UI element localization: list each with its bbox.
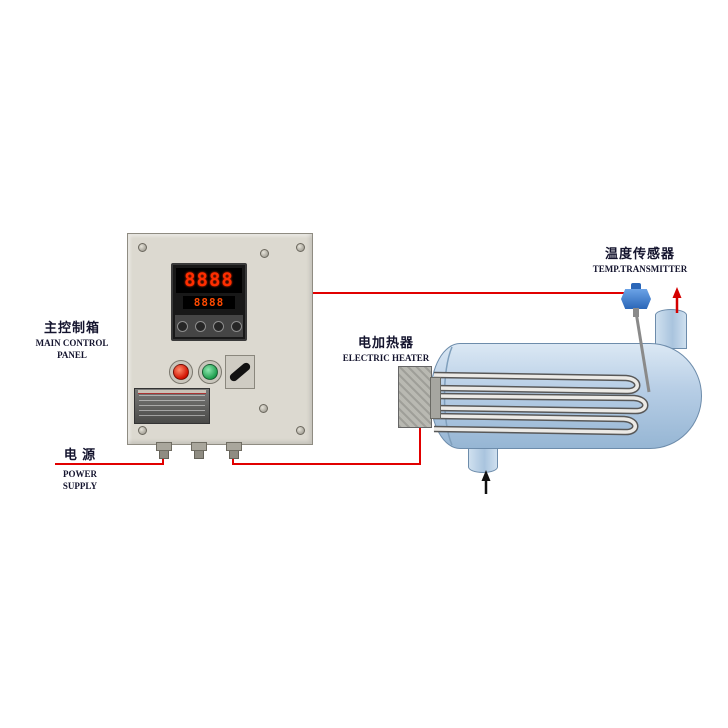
controller-button-row [175,315,243,337]
heater-collar [430,377,441,419]
nameplate-text-lines [139,395,205,419]
power-supply-label-cn: 电 源 [63,447,97,462]
nameplate-header [138,390,206,394]
rotary-knob [228,361,252,383]
temp-transmitter-label-cn: 温度传感器 [604,246,675,261]
screw-icon [296,243,305,252]
transmitter-cap [631,283,641,290]
cable-gland [156,442,172,459]
screw-icon [259,404,268,413]
temp-transmitter-label-en: TEMP.TRANSMITTER [592,264,688,275]
transmitter-head [621,289,651,309]
power-supply-label: 电 源 POWER SUPPLY [45,447,115,492]
tank-top-nozzle [655,309,687,349]
electric-heater-label: 电加热器 ELECTRIC HEATER [342,335,430,365]
controller-pv-display: 8888 [176,268,242,293]
green-lens [202,364,218,380]
power-supply-label-en: POWER SUPPLY [62,469,98,491]
electric-heater-label-cn: 电加热器 [357,335,414,350]
controller-shift-button [194,320,206,332]
heating-element-tube [433,392,649,415]
temperature-controller: 8888 8888 [171,263,247,341]
controller-set-button [176,320,188,332]
electric-heater-label-en: ELECTRIC HEATER [342,353,430,364]
heating-element-tube [433,412,639,436]
heating-element-tube [433,371,641,395]
screw-icon [296,426,305,435]
transmitter-neck [633,308,639,317]
control-panel-box: 8888 8888 [127,233,313,459]
control-panel-label-cn: 主控制箱 [43,320,100,335]
red-pilot-light [169,360,193,384]
screw-icon [138,243,147,252]
controller-down-button [212,320,224,332]
screw-icon [138,426,147,435]
controller-sv-display: 8888 [183,296,235,309]
control-panel-label: 主控制箱 MAIN CONTROL PANEL [22,320,122,361]
control-panel-label-en: MAIN CONTROL PANEL [35,338,109,360]
temp-transmitter-label: 温度传感器 TEMP.TRANSMITTER [592,246,688,276]
cable-gland [191,442,207,459]
controller-up-button [230,320,242,332]
screw-icon [260,249,269,258]
cable-gland [226,442,242,459]
green-pilot-light [198,360,222,384]
heater-flange [398,366,432,428]
rotary-switch [225,355,255,389]
red-lens [173,364,189,380]
nameplate [134,388,210,424]
